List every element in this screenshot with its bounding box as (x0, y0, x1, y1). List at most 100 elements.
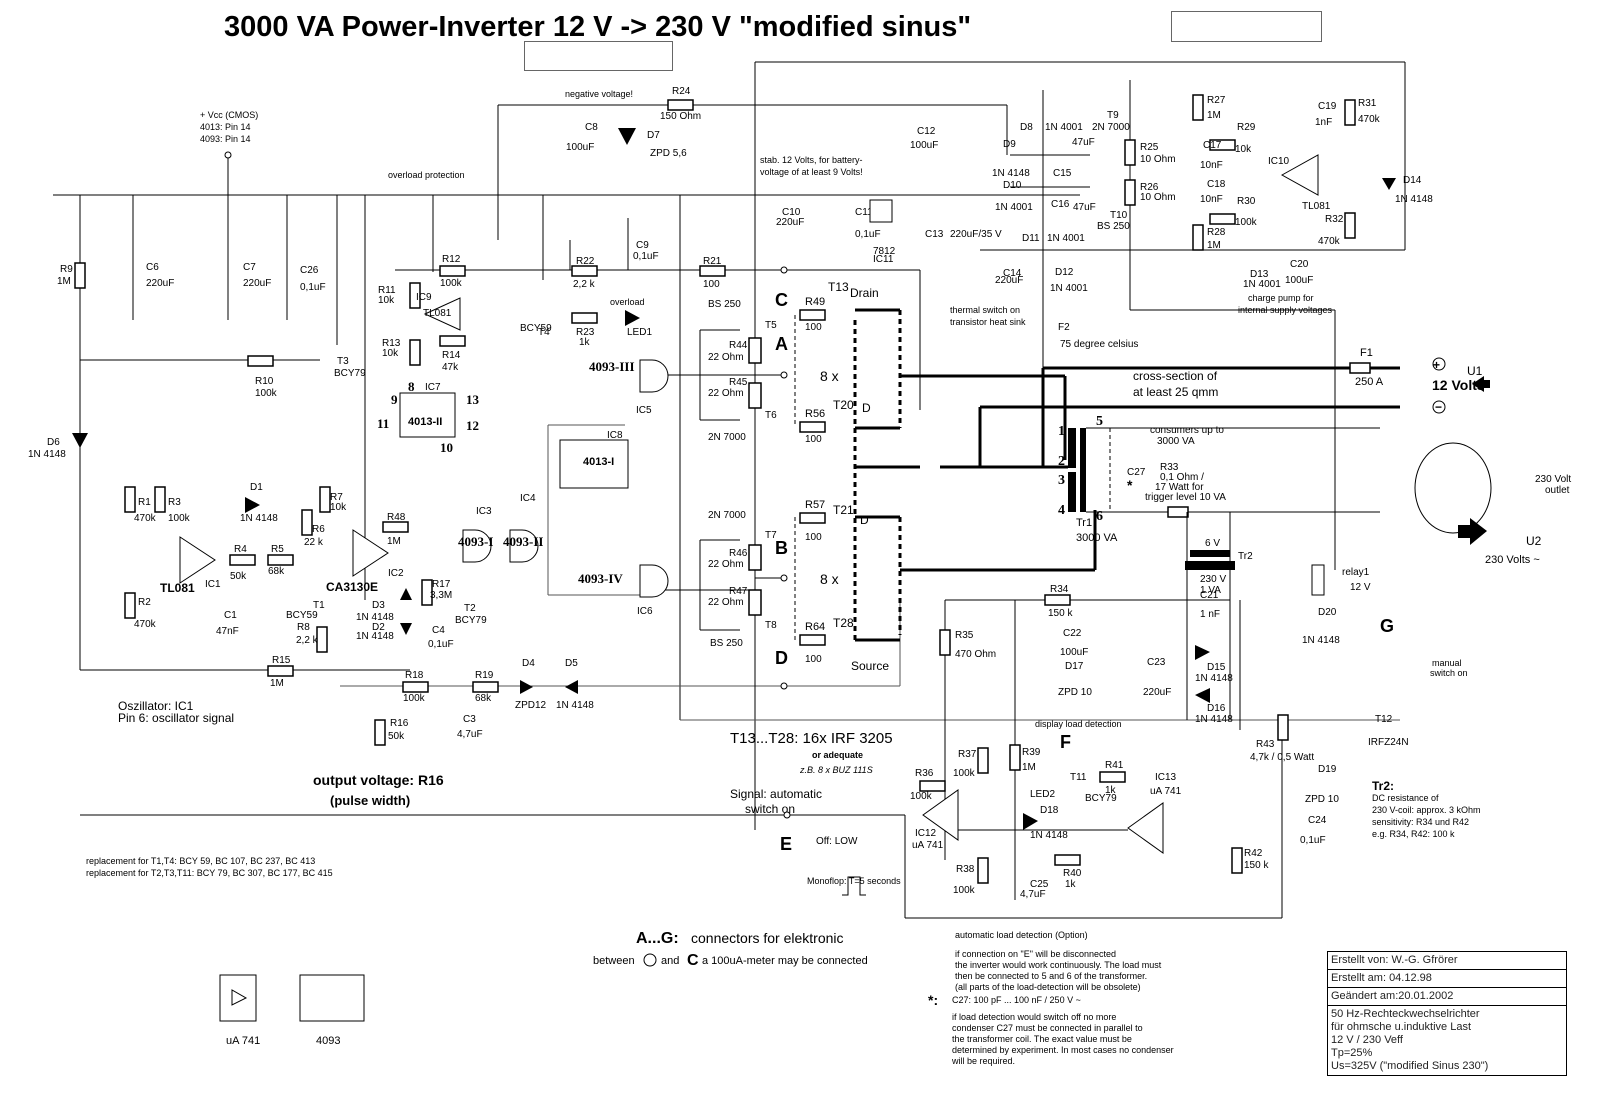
components-ic13-0-label: IC13 (1155, 772, 1177, 783)
resistor-symbol (1124, 179, 1136, 206)
label-label: 4 (1058, 503, 1065, 518)
components-r26-1-label: 10 Ohm (1140, 192, 1176, 203)
components-t28-0-label: T28 (833, 616, 854, 630)
driver-stage: R49 100 R56 100 R57 100 R64 100 8 x 8 x … (640, 266, 889, 700)
components-r18-0-label: R18 (405, 670, 424, 681)
components-c25-0-label: C25 (1030, 879, 1049, 890)
created-by: Erstellt von: W.-G. Gfrörer (1328, 952, 1566, 970)
connector-b: B (775, 538, 788, 558)
components-c22-0-label: C22 (1063, 628, 1082, 639)
components-c13-0-label: C13 (925, 229, 944, 240)
components-c3-1-label: 4,7uF (457, 729, 483, 740)
components-r46-1-label: 22 Ohm (708, 559, 744, 570)
components-r3-1-label: 100k (168, 513, 191, 524)
components-c1-0-label: C1 (224, 610, 237, 621)
label-label: 5 (1096, 414, 1103, 429)
notes-consumers_line2-label: 3000 VA (1157, 436, 1195, 447)
components-ic4-1-label: 4093-II (503, 534, 543, 549)
components-c20-0-label: C20 (1290, 259, 1309, 270)
components-t20-0-label: T20 (833, 398, 854, 412)
output-section: consumers up to 3000 VA R33 0,1 Ohm / 17… (939, 425, 1571, 900)
components-r16-1-label: 50k (388, 731, 405, 742)
components-t10-1-label: BS 250 (1097, 221, 1130, 232)
wire-or-symbol (509, 529, 539, 563)
connectors-c-label: C (687, 952, 699, 969)
component-symbol (1195, 688, 1210, 703)
connectors-note-bold: A...G: (636, 930, 679, 947)
blank-box-2 (1171, 11, 1322, 42)
resistor-symbol (1344, 99, 1356, 126)
notes-r33_line2-label: 0,1 Ohm / (1160, 472, 1204, 483)
components-d5-1-label: 1N 4148 (556, 700, 594, 711)
component-symbol (245, 497, 260, 513)
components-r56-0-label: R56 (805, 408, 825, 420)
components-r10-1-label: 100k (255, 388, 278, 399)
components-relay1-1-label: 12 V (1350, 582, 1371, 593)
components-c26-1-label: 0,1uF (300, 282, 326, 293)
resistor-symbol (247, 355, 274, 367)
wire-or-symbol (869, 199, 893, 223)
notes-u2_volts-label: 230 Volts ~ (1485, 554, 1540, 566)
components-c11-1-label: 0,1uF (855, 229, 881, 240)
components-d2-1-label: 1N 4148 (356, 631, 394, 642)
components-r17-1-label: 3,3M (430, 590, 452, 601)
components-r30-0-label: R30 (1237, 196, 1256, 207)
components-r36-1-label: 100k (910, 791, 933, 802)
components-c18-0-label: C18 (1207, 179, 1226, 190)
component-symbol (565, 680, 578, 694)
resistor-symbol (316, 626, 328, 653)
notes-meter_rest-label: a 100uA-meter may be connected (702, 955, 868, 967)
components-c9-0-label: C9 (636, 240, 649, 251)
wire-or-symbol (462, 529, 492, 563)
wire-or-symbol (399, 392, 456, 438)
components-d18-1-label: 1N 4148 (1030, 830, 1068, 841)
label-label: 12 (466, 418, 479, 433)
components-r2-1-label: 470k (134, 619, 157, 630)
components-d1-1-label: 1N 4148 (240, 513, 278, 524)
desc-line: für ohmsche u.induktive Last (1331, 1021, 1472, 1033)
components-d14-0-label: D14 (1403, 175, 1422, 186)
components-r12-1-label: 100k (440, 278, 463, 289)
components-c14-0-label: C14 (1003, 268, 1022, 279)
resistor-symbol (748, 544, 762, 571)
components-r7-1-label: 10k (330, 502, 347, 513)
components-ic1-0-label: IC1 (205, 579, 221, 590)
components-r25-0-label: R25 (1140, 142, 1159, 153)
components-r23-0-label: R23 (576, 327, 595, 338)
components-r37-0-label: R37 (958, 749, 977, 760)
components-r35-0-label: R35 (955, 630, 974, 641)
tr1-value: 3000 VA (1076, 532, 1118, 544)
components-r46-0-label: R46 (729, 548, 748, 559)
notes-or_adequate-label: or adequate (812, 750, 863, 760)
components-ic10-1-label: TL081 (1302, 201, 1331, 212)
notes-vcc_4093-label: 4093: Pin 14 (200, 134, 251, 144)
notes-tr2_line3-label: sensitivity: R34 und R42 (1372, 817, 1469, 827)
components-c6-1-label: 220uF (146, 278, 174, 289)
components-c1-1-label: 47nF (216, 626, 239, 637)
components-r8-0-label: R8 (297, 622, 310, 633)
components-r44-0-label: R44 (729, 340, 748, 351)
components-f1-1-label: 250 A (1355, 376, 1384, 388)
components-r21-1-label: 100 (703, 279, 720, 290)
components-r28-1-label: 1M (1207, 240, 1221, 251)
components-t1-1-label: BCY59 (286, 610, 318, 621)
components-c4-0-label: C4 (432, 625, 445, 636)
resistor-symbol (1009, 744, 1021, 771)
component-symbol (72, 433, 88, 448)
resistor-symbol (409, 282, 421, 309)
components-t11-1-label: BCY79 (1085, 793, 1117, 804)
components-r14-1-label: 47k (442, 362, 459, 373)
component-symbol (1472, 376, 1490, 392)
components-r38-0-label: R38 (956, 864, 975, 875)
components-d4-0-label: D4 (522, 658, 535, 669)
notes-stab_12v_line1-label: stab. 12 Volts, for battery- (760, 155, 863, 165)
notes-consumers_line1-label: consumers up to (1150, 425, 1224, 436)
components-r13-0-label: R13 (382, 338, 401, 349)
notes-replacement_1-label: replacement for T1,T4: BCY 59, BC 107, B… (86, 856, 315, 866)
component-symbol (1195, 645, 1210, 660)
components-t13-0-label: T13 (828, 280, 849, 294)
notes-tr2_line2-label: 230 V-coil: approx. 3 kOhm (1372, 805, 1481, 815)
components-r19-1-label: 68k (475, 693, 492, 704)
components-d16-1-label: 1N 4148 (1195, 714, 1233, 725)
notes-oscillator_line2-label: Pin 6: oscillator signal (118, 711, 234, 725)
